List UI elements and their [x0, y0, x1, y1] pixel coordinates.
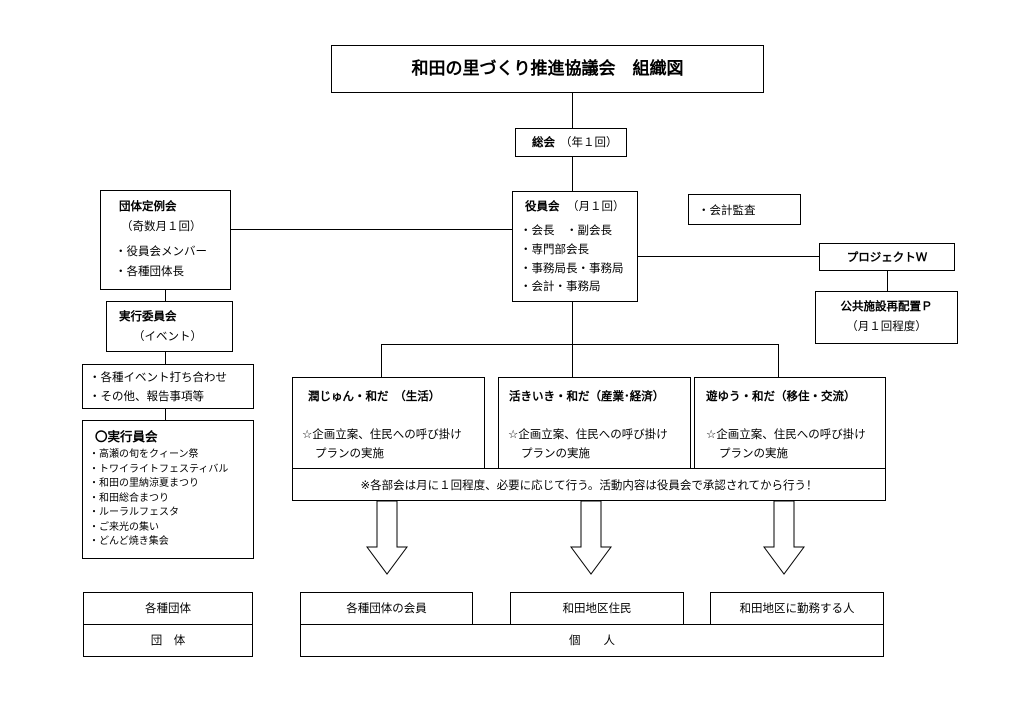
- exec-note: ・各種イベント打ち合わせ: [89, 370, 227, 384]
- subcommittee-name: 活きいき・和だ（産業･経済）: [509, 389, 665, 403]
- connector-group-exec: [165, 289, 166, 301]
- exec-member-item: ・和田の里納涼夏まつり: [89, 478, 199, 489]
- page-title: 和田の里づくり推進協議会 組織図: [411, 59, 684, 79]
- subcommittee-note-box: ※各部会は月に１回程度、必要に応じて行う。活動内容は役員会で承認されてから行う！: [292, 468, 886, 501]
- connector-sub-1: [381, 344, 382, 378]
- individual-target-box: 和田地区住民: [510, 592, 684, 625]
- subcommittee-line1: ☆企画立案、住民への呼び掛け: [302, 427, 462, 441]
- groups-category-box: 団 体: [83, 624, 253, 657]
- group-meeting-member: ・各種団体長: [115, 264, 184, 278]
- board-member: ・会長 ・副会長: [520, 223, 612, 237]
- individuals-category: 個 人: [569, 633, 615, 647]
- board-freq: （月１回）: [567, 199, 625, 213]
- project-sub-box: 公共施設再配置Ｐ （月１回程度）: [815, 291, 958, 344]
- group-meeting-member: ・役員会メンバー: [115, 244, 207, 258]
- subcommittee-line2: プランの実施: [719, 446, 788, 460]
- group-meeting-freq: （奇数月１回）: [121, 219, 202, 233]
- general-meeting-box: 総会 （年１回）: [515, 128, 627, 157]
- subcommittee-box: 潤じゅん・和だ （生活） ☆企画立案、住民への呼び掛け プランの実施: [292, 377, 485, 469]
- groups-label: 各種団体: [145, 601, 191, 615]
- connector-group-board: [230, 229, 512, 230]
- subcommittee-note: ※各部会は月に１回程度、必要に応じて行う。活動内容は役員会で承認されてから行う！: [360, 478, 818, 492]
- exec-member-item: ・高瀬の旬をクィーン祭: [89, 449, 199, 460]
- groups-label-box: 各種団体: [83, 592, 253, 625]
- individual-target: 和田地区住民: [562, 601, 632, 615]
- subcommittee-box: 遊ゆう・和だ（移住・交流） ☆企画立案、住民への呼び掛け プランの実施: [694, 377, 886, 469]
- audit-label: ・会計監査: [698, 203, 756, 217]
- individuals-category-box: 個 人: [300, 624, 884, 657]
- project-box: プロジェクトＷ: [819, 243, 955, 271]
- exec-member-item: ・ルーラルフェスタ: [89, 507, 179, 518]
- subcommittee-box: 活きいき・和だ（産業･経済） ☆企画立案、住民への呼び掛け プランの実施: [498, 377, 691, 469]
- connector-project-sub: [887, 270, 888, 292]
- exec-committee-sub: （イベント）: [133, 329, 202, 343]
- individual-target-box: 各種団体の会員: [300, 592, 473, 625]
- title-box: 和田の里づくり推進協議会 組織図: [331, 45, 764, 93]
- connector-board-project: [637, 256, 820, 257]
- connector-exec-notes: [165, 351, 166, 365]
- exec-member-item: ・ご来光の集い: [89, 522, 159, 533]
- exec-member-item: ・どんど焼き集会: [89, 536, 169, 547]
- subcommittee-name: 遊ゆう・和だ（移住・交流）: [706, 389, 856, 403]
- down-arrow-icon: [570, 500, 612, 575]
- connector-sub-horizontal: [381, 344, 778, 345]
- exec-note: ・その他、報告事項等: [89, 389, 204, 403]
- individual-target: 各種団体の会員: [346, 601, 427, 615]
- project-name: プロジェクトＷ: [846, 250, 928, 264]
- connector-notes-members: [165, 408, 166, 420]
- exec-committee-name: 実行委員会: [119, 309, 177, 323]
- exec-committee-box: 実行委員会 （イベント）: [106, 301, 233, 352]
- board-member: ・会計・事務局: [520, 279, 601, 293]
- subcommittee-line2: プランの実施: [315, 446, 384, 460]
- connector-board-down: [572, 302, 573, 344]
- groups-category: 団 体: [150, 633, 186, 647]
- board-member: ・事務局長・事務局: [520, 261, 624, 275]
- connector-general-board: [572, 156, 573, 192]
- group-meeting-box: 団体定例会 （奇数月１回） ・役員会メンバー ・各種団体長: [100, 190, 231, 290]
- audit-box: ・会計監査: [688, 194, 801, 225]
- group-meeting-name: 団体定例会: [119, 199, 177, 213]
- connector-title-general: [572, 92, 573, 128]
- general-meeting-freq: （年１回）: [560, 135, 618, 149]
- connector-sub-3: [778, 344, 779, 378]
- board-member: ・専門部会長: [520, 242, 589, 256]
- individual-target-box: 和田地区に勤務する人: [710, 592, 884, 625]
- exec-member-item: ・和田総合まつり: [89, 493, 169, 504]
- subcommittee-line1: ☆企画立案、住民への呼び掛け: [706, 427, 866, 441]
- project-sub-name: 公共施設再配置Ｐ: [840, 299, 933, 313]
- subcommittee-line2: プランの実施: [521, 446, 590, 460]
- down-arrow-icon: [763, 500, 805, 575]
- exec-member-item: ・トワイライトフェスティバル: [89, 464, 229, 475]
- exec-notes-box: ・各種イベント打ち合わせ ・その他、報告事項等: [82, 364, 254, 409]
- board-box: 役員会 （月１回） ・会長 ・副会長 ・専門部会長 ・事務局長・事務局 ・会計・…: [512, 191, 638, 302]
- exec-members-box: 〇実行員会 ・高瀬の旬をクィーン祭 ・トワイライトフェスティバル ・和田の里納涼…: [82, 420, 254, 559]
- project-sub-freq: （月１回程度）: [846, 319, 927, 333]
- subcommittee-name: 潤じゅん・和だ （生活）: [308, 389, 441, 403]
- general-meeting-name: 総会: [532, 135, 555, 149]
- connector-sub-2: [572, 344, 573, 378]
- board-name: 役員会: [525, 199, 560, 213]
- down-arrow-icon: [366, 500, 408, 575]
- subcommittee-line1: ☆企画立案、住民への呼び掛け: [508, 427, 668, 441]
- exec-members-title: 〇実行員会: [95, 429, 158, 444]
- individual-target: 和田地区に勤務する人: [739, 601, 855, 615]
